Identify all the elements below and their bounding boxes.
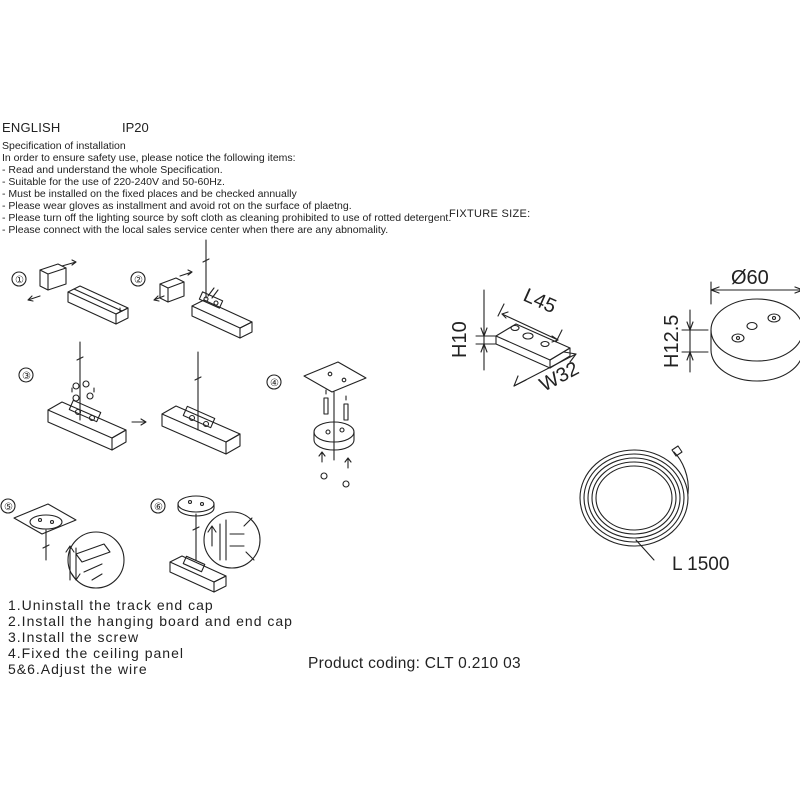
step-marker-digit: ① xyxy=(15,275,24,286)
bracket-dimension-drawing xyxy=(475,289,577,387)
step-2-diagram xyxy=(153,239,253,339)
step-marker-1 xyxy=(11,271,27,287)
step-1-diagram xyxy=(27,259,129,325)
cable-coil-drawing xyxy=(579,445,689,561)
canopy-dimension-drawing xyxy=(681,281,800,382)
spec-item: - Must be installed on the fixed places … xyxy=(2,188,297,200)
arrow-icon xyxy=(131,418,147,426)
step-6-diagram xyxy=(169,495,261,593)
spec-title: Specification of installation xyxy=(2,140,126,152)
spec-intro: In order to ensure safety use, please no… xyxy=(2,152,296,164)
step-marker-digit: ② xyxy=(134,275,143,286)
step-4-diagram xyxy=(303,361,367,488)
step-text: 2.Install the hanging board and end cap xyxy=(8,613,293,629)
fixture-size-label: FIXTURE SIZE: xyxy=(449,208,531,220)
step-marker-3 xyxy=(18,367,34,383)
step-marker-6 xyxy=(150,498,166,514)
spec-item: - Read and understand the whole Specific… xyxy=(2,164,223,176)
language-heading: ENGLISH xyxy=(2,120,61,135)
bracket-length-label: L45 xyxy=(520,284,559,318)
spec-item: - Suitable for the use of 220-240V and 5… xyxy=(2,176,225,188)
spec-item: - Please wear gloves as installment and … xyxy=(2,200,352,212)
canopy-diameter-label: Ø60 xyxy=(731,267,769,289)
step-marker-4 xyxy=(266,374,282,390)
step-3-diagram-after xyxy=(161,351,241,455)
step-text: 5&6.Adjust the wire xyxy=(8,661,148,677)
step-marker-digit: ④ xyxy=(270,378,279,389)
step-text: 3.Install the screw xyxy=(8,629,140,645)
canopy-height-label: H12.5 xyxy=(661,315,683,368)
step-marker-2 xyxy=(130,271,146,287)
bracket-width-label: W32 xyxy=(536,358,583,397)
step-3-diagram-before xyxy=(47,341,127,451)
step-5-diagram xyxy=(13,503,125,589)
ip-rating: IP20 xyxy=(122,120,149,135)
step-text: 1.Uninstall the track end cap xyxy=(8,597,214,613)
step-text: 4.Fixed the ceiling panel xyxy=(8,645,184,661)
step-marker-digit: ⑤ xyxy=(4,502,13,513)
installation-steps: 1.Uninstall the track end cap 2.Install … xyxy=(8,597,293,677)
step-marker-digit: ⑥ xyxy=(154,502,163,513)
spec-item: - Please connect with the local sales se… xyxy=(2,224,389,236)
step-marker-5 xyxy=(0,498,16,514)
spec-item: - Please turn off the lighting source by… xyxy=(2,212,452,224)
cable-length-label: L 1500 xyxy=(672,554,729,575)
step-marker-digit: ③ xyxy=(22,371,31,382)
bracket-height-label: H10 xyxy=(449,321,471,358)
product-coding: Product coding: CLT 0.210 03 xyxy=(308,655,521,672)
